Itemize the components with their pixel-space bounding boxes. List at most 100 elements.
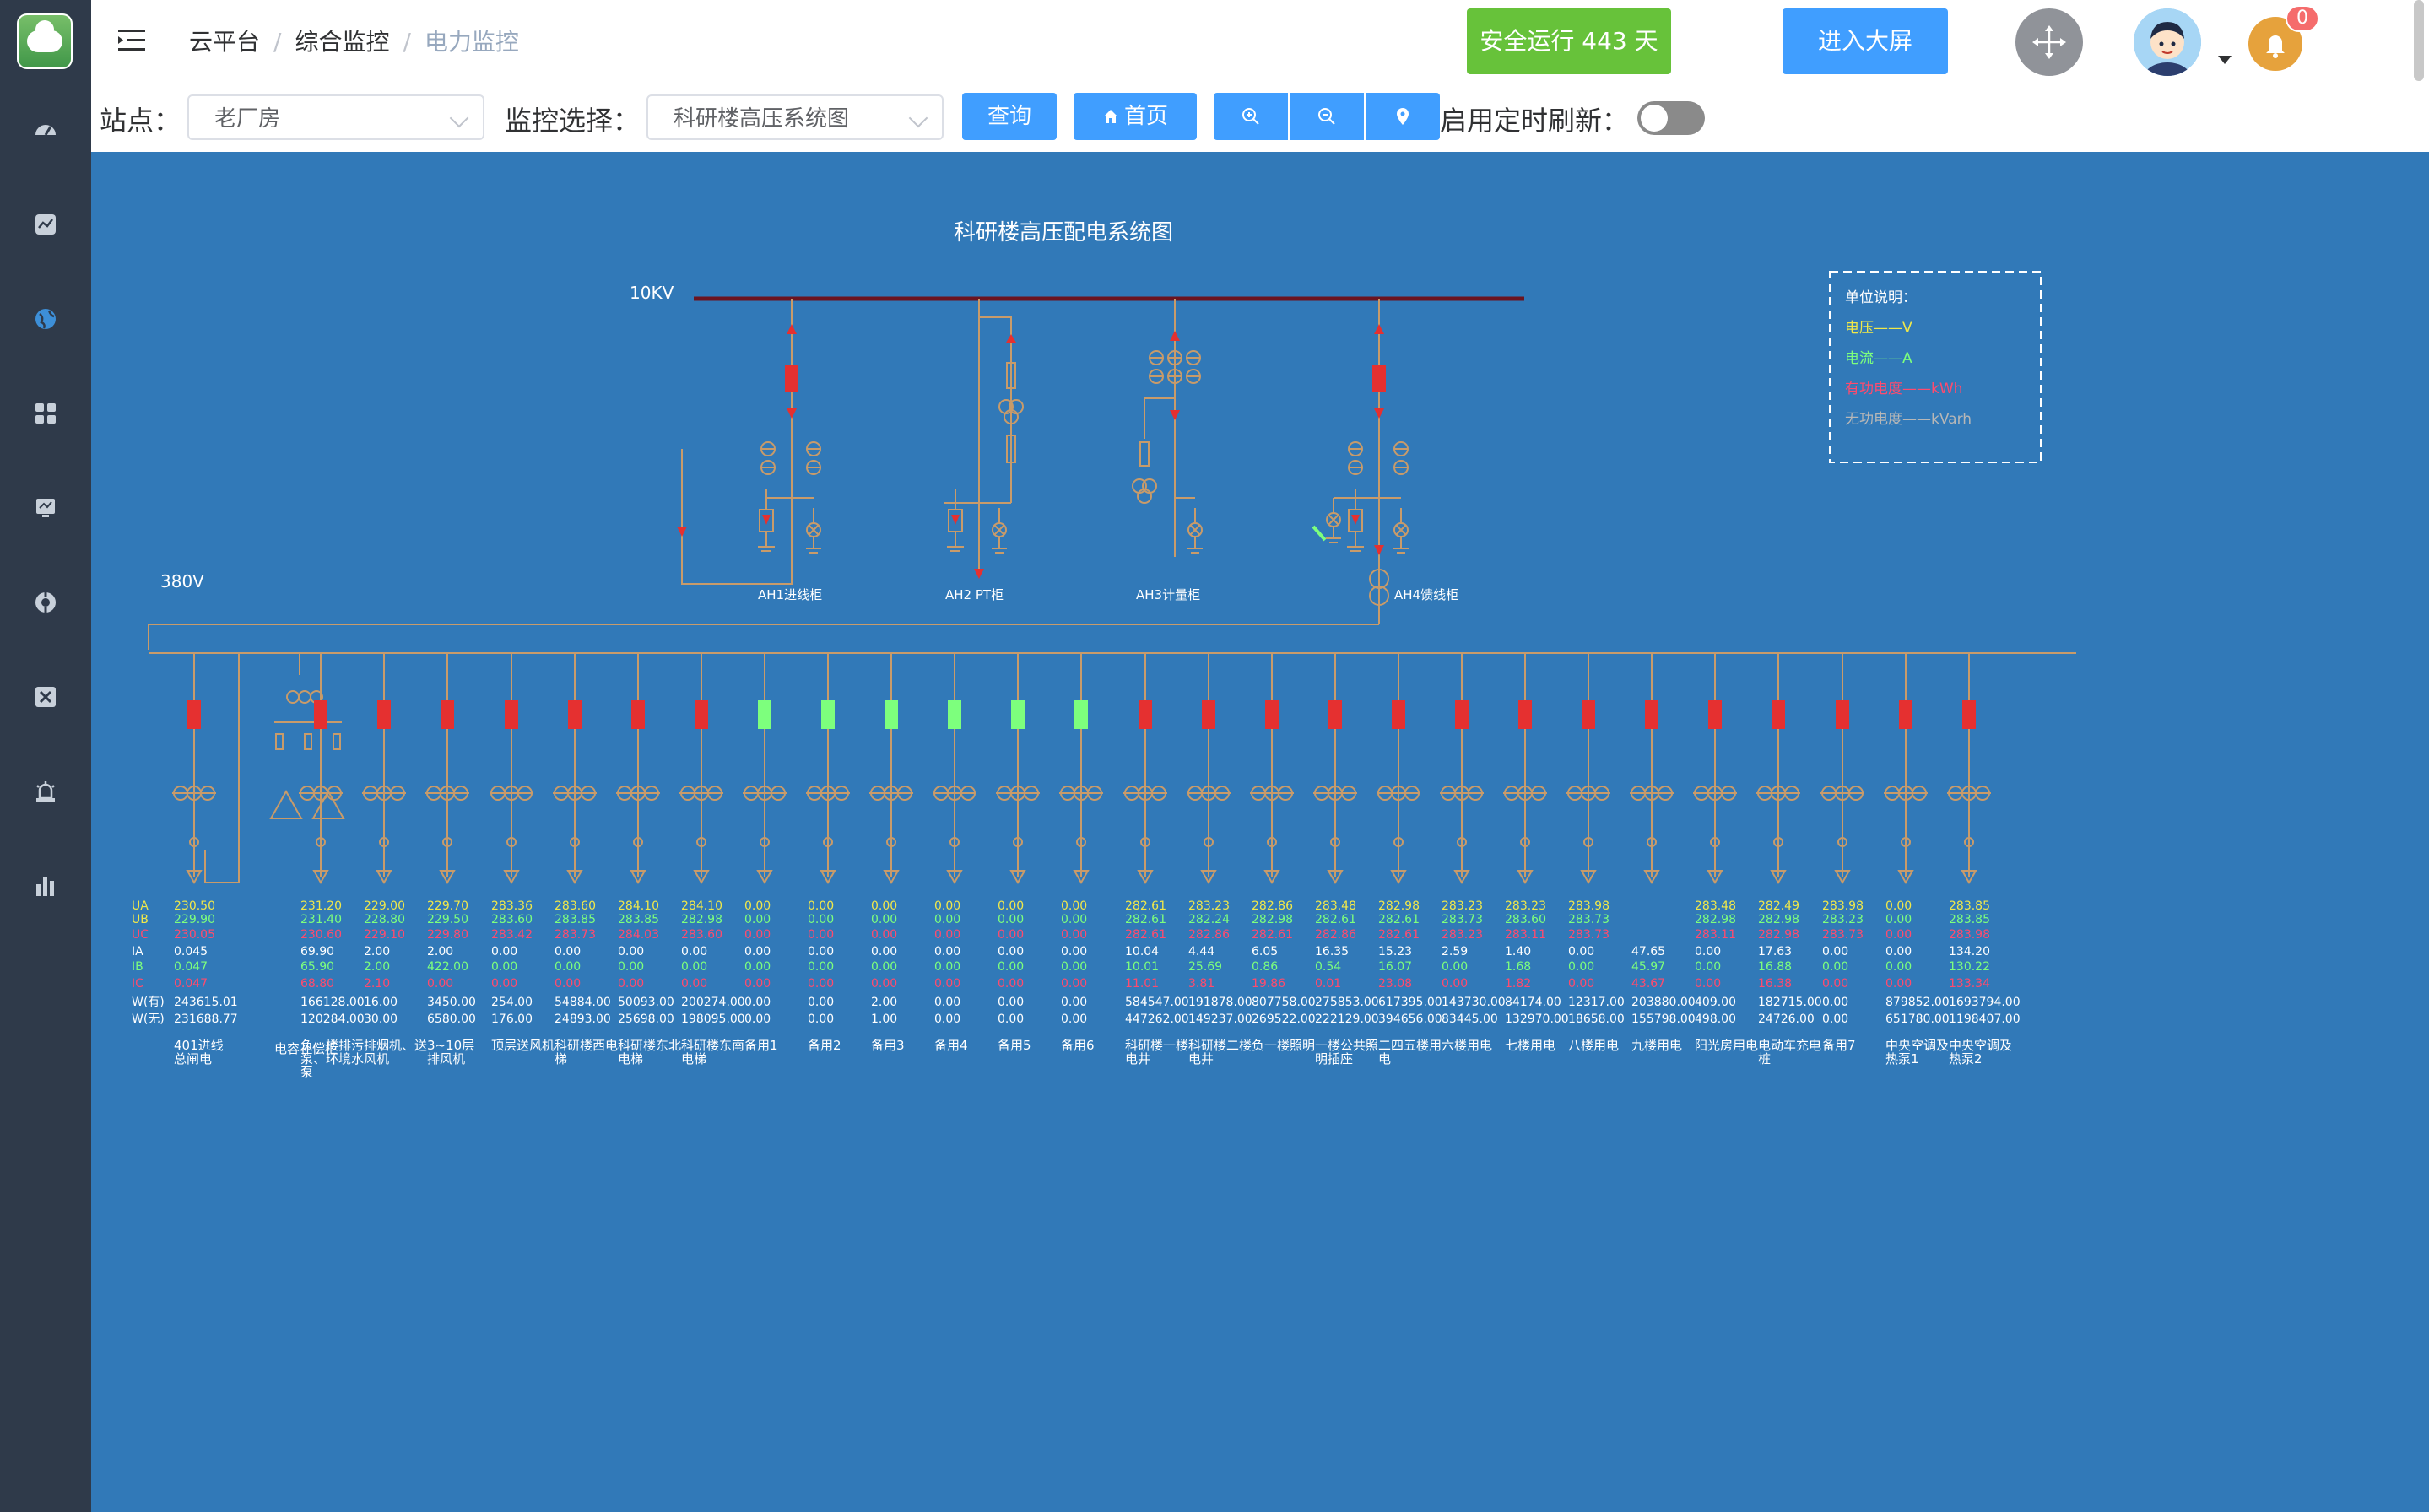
monitor-select[interactable]: 科研楼高压系统图 bbox=[646, 94, 944, 140]
feeder-value-Wq: 25698.00 bbox=[618, 1012, 674, 1026]
feeder-name: 顶层送风机 bbox=[491, 1038, 555, 1053]
trend-icon[interactable] bbox=[30, 211, 61, 241]
feeder-node bbox=[1837, 837, 1847, 847]
move-icon[interactable] bbox=[2015, 8, 2083, 76]
alarm-icon[interactable] bbox=[30, 778, 61, 808]
row-label-5: IC bbox=[132, 977, 143, 991]
ah4-arrestor-mark bbox=[1351, 515, 1360, 525]
tool-icon[interactable] bbox=[30, 683, 61, 714]
chevron-down-icon[interactable] bbox=[2218, 56, 2232, 64]
feeder-name: 电动车充电桩 bbox=[1758, 1038, 1821, 1066]
big-screen-button[interactable]: 进入大屏 bbox=[1783, 8, 1948, 74]
hv-cabinet-ah3: AH3计量柜 bbox=[1132, 299, 1203, 602]
feeder-breaker bbox=[758, 700, 771, 729]
home-button[interactable]: 首页 bbox=[1074, 93, 1197, 140]
feeder-value-Wq: 0.00 bbox=[1061, 1012, 1087, 1026]
feeder-value-Wq: 1198407.00 bbox=[1949, 1012, 2021, 1026]
feeder-name-line: 备用6 bbox=[1061, 1038, 1095, 1053]
locate-button[interactable] bbox=[1366, 93, 1440, 140]
feeder-value-IB: 0.00 bbox=[555, 960, 581, 974]
feeder-value-UA: 0.00 bbox=[1885, 899, 1912, 913]
query-button[interactable]: 查询 bbox=[962, 93, 1057, 140]
auto-refresh-switch[interactable] bbox=[1637, 101, 1705, 135]
feeder-value-UC: 282.98 bbox=[1758, 928, 1799, 942]
filter-toolbar: 站点： 老厂房 监控选择： 科研楼高压系统图 查询 首页 启用定时刷新： bbox=[91, 84, 2429, 152]
feeder-value-IB: 65.90 bbox=[300, 960, 334, 974]
feeder-name-line: 负一楼排污 bbox=[300, 1038, 364, 1053]
ah4-arrow-up bbox=[1374, 324, 1384, 334]
feeder-breaker bbox=[1645, 700, 1658, 729]
grid-icon[interactable] bbox=[30, 400, 61, 430]
monitor-icon[interactable] bbox=[30, 494, 61, 525]
feeder-26: 283.98283.23283.730.000.000.000.000.00备用… bbox=[1820, 653, 1864, 1053]
feeder-value-UA: 284.10 bbox=[681, 899, 722, 913]
feeder-breaker bbox=[821, 700, 835, 729]
feeder-value-IC: 133.34 bbox=[1949, 977, 1990, 991]
ah1-indicator-x bbox=[808, 524, 820, 536]
home-button-label: 首页 bbox=[1123, 104, 1168, 129]
feeder-value-Wp: 2.00 bbox=[871, 996, 897, 1009]
feeder-value-UC: 283.23 bbox=[1442, 928, 1483, 942]
feeder-value-UB: 283.60 bbox=[491, 913, 533, 926]
target-icon[interactable] bbox=[30, 589, 61, 619]
avatar[interactable] bbox=[2134, 8, 2201, 76]
feeder-node bbox=[696, 837, 706, 847]
ah2-pt-c bbox=[1004, 409, 1019, 424]
feeder-name-line: 科研楼西电 bbox=[555, 1038, 618, 1053]
feeder-name: 负一楼排污泵、环境水泵 bbox=[300, 1038, 364, 1080]
feeder-value-IB: 0.047 bbox=[174, 960, 208, 974]
feeder-0: 230.50229.90230.050.0450.0470.047243615.… bbox=[172, 653, 238, 1066]
feeder-value-UA: 0.00 bbox=[871, 899, 897, 913]
feeder-node bbox=[886, 837, 896, 847]
dashboard-icon[interactable] bbox=[30, 116, 61, 147]
breadcrumb: 云平台/综合监控/电力监控 bbox=[189, 28, 519, 56]
feeder-name: 六楼用电 bbox=[1442, 1038, 1492, 1053]
feeder-value-UB: 0.00 bbox=[1885, 913, 1912, 926]
feeder-value-UC: 282.86 bbox=[1188, 928, 1230, 942]
feeder-value-IC: 0.00 bbox=[427, 977, 453, 991]
zoom-out-button[interactable] bbox=[1290, 93, 1364, 140]
safe-run-days-button[interactable]: 安全运行 443 天 bbox=[1467, 8, 1671, 74]
breadcrumb-item-cloud[interactable]: 云平台 bbox=[189, 28, 261, 56]
feeder-value-Wp: 200274.00 bbox=[681, 996, 745, 1009]
feeder-value-UC: 283.73 bbox=[555, 928, 596, 942]
feeder-name-line: 电动车充电 bbox=[1758, 1038, 1821, 1053]
page-scrollbar[interactable] bbox=[2414, 0, 2424, 81]
feeder-node bbox=[1583, 837, 1593, 847]
cap-link-2 bbox=[204, 850, 239, 883]
feeder-value-IA: 47.65 bbox=[1631, 945, 1665, 958]
zoom-in-button[interactable] bbox=[1214, 93, 1288, 140]
feeder-value-IA: 0.00 bbox=[1695, 945, 1721, 958]
site-select[interactable]: 老厂房 bbox=[187, 94, 484, 140]
breadcrumb-item-monitor[interactable]: 综合监控 bbox=[295, 28, 390, 56]
feeder-value-UB: 283.73 bbox=[1568, 913, 1609, 926]
feeder-value-Wp: 54884.00 bbox=[555, 996, 611, 1009]
feeder-value-IB: 0.00 bbox=[618, 960, 644, 974]
feeder-value-UC: 282.61 bbox=[1252, 928, 1293, 942]
menu-toggle-icon[interactable] bbox=[116, 27, 147, 54]
feeder-value-UA: 283.23 bbox=[1505, 899, 1546, 913]
feeder-15: 282.61282.61282.6110.0410.0111.01584547.… bbox=[1123, 653, 1189, 1066]
feeder-load-arrow bbox=[946, 870, 963, 885]
feeder-value-UA: 230.50 bbox=[174, 899, 215, 913]
feeder-value-IC: 0.01 bbox=[1315, 977, 1341, 991]
feeder-value-Wp: 0.00 bbox=[998, 996, 1024, 1009]
feeder-node bbox=[379, 837, 389, 847]
ah3-label: AH3计量柜 bbox=[1136, 587, 1200, 602]
feeder-value-Wp: 275853.00 bbox=[1315, 996, 1379, 1009]
site-select-value: 老厂房 bbox=[214, 106, 281, 132]
ah2-fuse bbox=[1006, 362, 1016, 389]
feeder-value-IA: 0.00 bbox=[934, 945, 960, 958]
feeder-value-UC: 0.00 bbox=[998, 928, 1024, 942]
feeder-value-IB: 0.00 bbox=[681, 960, 707, 974]
feeder-name: 科研楼一楼电井 bbox=[1125, 1038, 1188, 1066]
bar-chart-icon[interactable] bbox=[30, 872, 61, 903]
feeder-node bbox=[949, 837, 960, 847]
feeder-name-line: 电井 bbox=[1125, 1051, 1150, 1066]
lv-voltage-label: 380V bbox=[160, 571, 204, 591]
app-logo[interactable] bbox=[17, 14, 73, 69]
feeder-breaker bbox=[1582, 700, 1595, 729]
feeder-breaker bbox=[1708, 700, 1722, 729]
globe-icon[interactable] bbox=[30, 305, 61, 336]
